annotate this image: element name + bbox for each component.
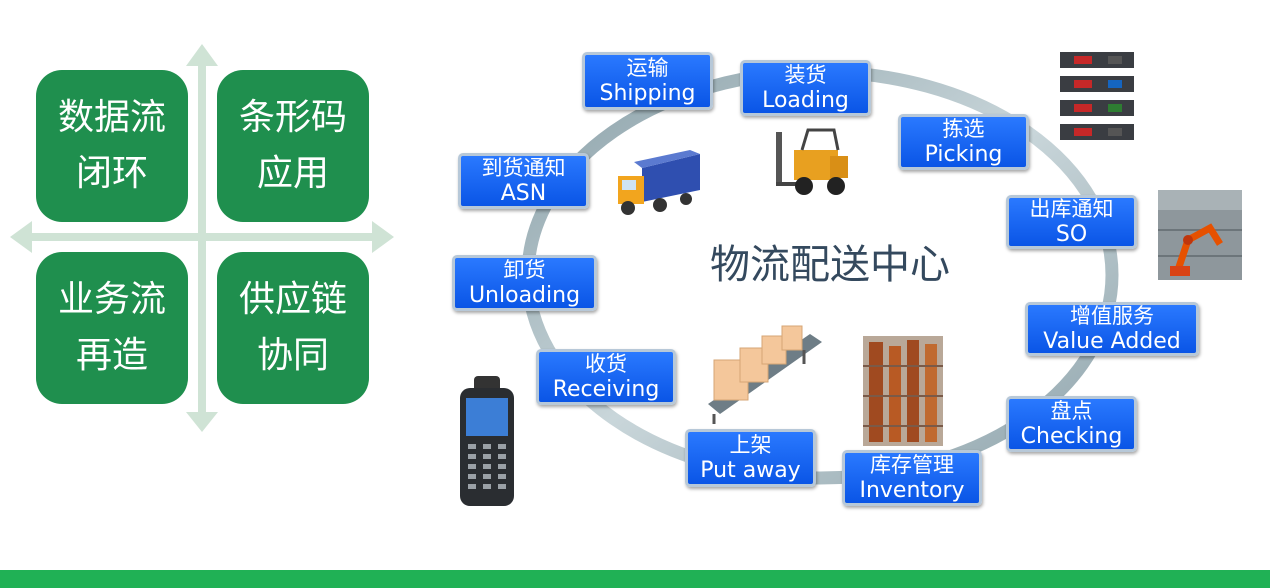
robot-arm-photo bbox=[1158, 190, 1242, 280]
step-picking: 拣选 Picking bbox=[898, 114, 1029, 170]
step-value-added: 增值服务 Value Added bbox=[1025, 302, 1199, 356]
quadrant-data-flow: 数据流 闭环 bbox=[36, 70, 188, 222]
handheld-scanner-icon bbox=[460, 376, 514, 506]
step-shipping: 运输 Shipping bbox=[582, 52, 713, 110]
step-so: 出库通知 SO bbox=[1006, 195, 1137, 249]
quadrant-barcode: 条形码 应用 bbox=[217, 70, 369, 222]
quadrant-supply-chain: 供应链 协同 bbox=[217, 252, 369, 404]
center-title: 物流配送中心 bbox=[710, 242, 950, 288]
step-put-away: 上架 Put away bbox=[685, 429, 816, 487]
quadrant-axes bbox=[10, 44, 394, 432]
step-asn: 到货通知 ASN bbox=[458, 153, 589, 209]
step-loading: 装货 Loading bbox=[740, 60, 871, 116]
warehouse-rack-photo bbox=[863, 336, 943, 446]
bottom-bar bbox=[0, 570, 1270, 588]
step-receiving: 收货 Receiving bbox=[536, 349, 676, 405]
step-unloading: 卸货 Unloading bbox=[452, 255, 597, 311]
forklift-icon bbox=[776, 128, 848, 195]
quadrant-business-flow: 业务流 再造 bbox=[36, 252, 188, 404]
truck-icon bbox=[618, 150, 700, 215]
conveyor-boxes-icon bbox=[708, 325, 822, 424]
step-inventory: 库存管理 Inventory bbox=[842, 450, 982, 506]
pick-to-light-display-icon bbox=[1060, 52, 1134, 140]
step-checking: 盘点 Checking bbox=[1006, 396, 1137, 452]
horizontal-axis-arrow bbox=[10, 221, 394, 253]
